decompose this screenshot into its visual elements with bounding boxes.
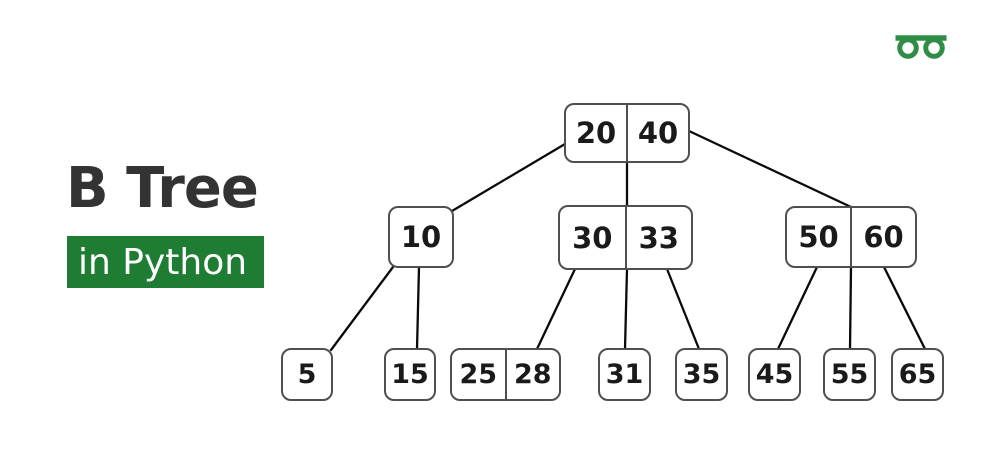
btree-key: 65 (898, 359, 937, 390)
btree-key: 55 (830, 359, 869, 390)
btree-node-15: 15 (384, 348, 436, 401)
edge-30-33-to-35 (665, 267, 701, 351)
btree-key: 40 (626, 105, 688, 161)
subtitle-banner: in Python (67, 236, 264, 288)
btree-key: 10 (400, 220, 442, 254)
edge-50-60-to-45 (776, 265, 819, 351)
page-subtitle: in Python (78, 241, 248, 283)
btree-key: 5 (297, 359, 317, 390)
btree-key: 60 (850, 208, 915, 266)
geeksforgeeks-logo-icon (895, 35, 947, 59)
edge-30-33-to-25-28 (535, 267, 577, 351)
btree-key: 31 (605, 359, 644, 390)
btree-node-25-28: 25 28 (450, 348, 561, 401)
edge-30-33-to-31 (623, 267, 629, 351)
edge-root-to-10 (450, 142, 567, 213)
btree-key: 25 (459, 359, 498, 390)
btree-node-45: 45 (748, 348, 801, 401)
edge-50-60-to-65 (882, 265, 927, 351)
btree-key: 15 (391, 359, 429, 390)
btree-key: 50 (798, 220, 839, 254)
edge-root-to-50-60 (687, 129, 853, 209)
page-title: B Tree (66, 156, 259, 221)
edge-50-60-to-55 (848, 265, 853, 351)
edge-10-to-15 (415, 265, 421, 351)
btree-node-50-60: 50 60 (785, 206, 917, 268)
btree-key: 20 (575, 116, 617, 150)
btree-node-55: 55 (823, 348, 876, 401)
btree-key: 35 (682, 359, 721, 390)
btree-node-35: 35 (675, 348, 728, 401)
btree-key: 30 (572, 220, 613, 255)
btree-node-5: 5 (281, 348, 333, 401)
btree-key: 28 (504, 350, 560, 399)
edge-10-to-5 (329, 265, 395, 352)
btree-node-65: 65 (891, 348, 944, 401)
btree-key: 33 (624, 207, 692, 268)
btree-node-30-33: 30 33 (558, 205, 693, 270)
btree-key: 45 (755, 359, 794, 390)
btree-node-31: 31 (598, 348, 651, 401)
btree-node-root-20-40: 20 40 (564, 103, 690, 163)
btree-node-10: 10 (388, 206, 454, 268)
